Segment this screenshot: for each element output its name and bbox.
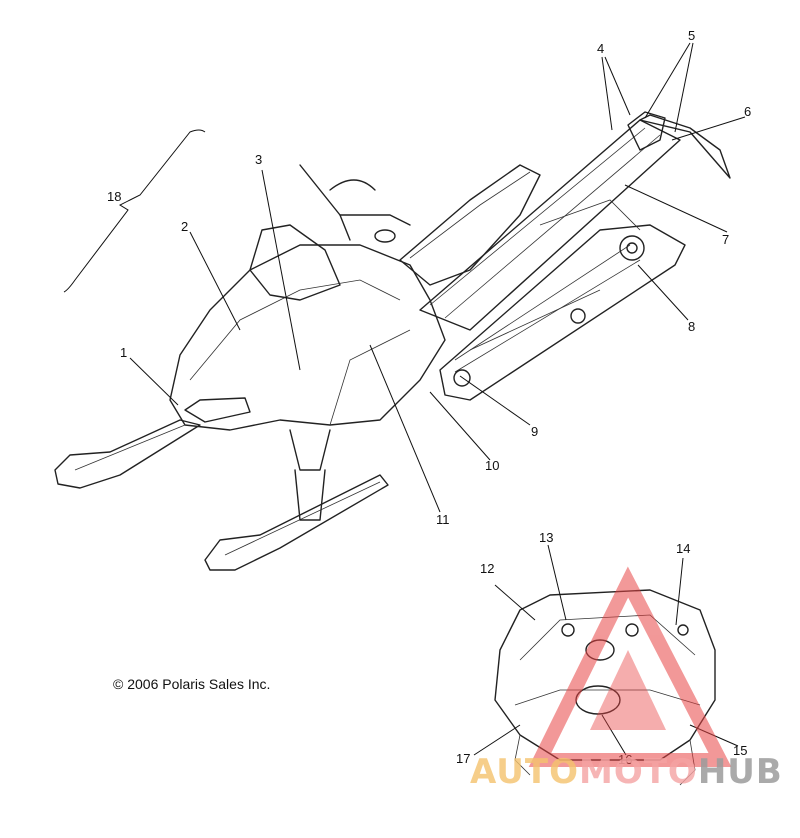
callout-5: 5 (688, 28, 695, 43)
callout-7: 7 (722, 232, 729, 247)
callout-4: 4 (597, 41, 604, 56)
callout-9: 9 (531, 424, 538, 439)
copyright-text: © 2006 Polaris Sales Inc. (113, 676, 271, 692)
callout-10: 10 (485, 458, 499, 473)
callout-12: 12 (480, 561, 494, 576)
callout-13: 13 (539, 530, 553, 545)
callout-11: 11 (436, 512, 450, 527)
callout-1: 1 (120, 345, 127, 360)
callout-18: 18 (107, 189, 121, 204)
leader-lines (129, 42, 746, 756)
callout-14: 14 (676, 541, 690, 556)
callout-2: 2 (181, 219, 188, 234)
snowmobile-drawing (54, 111, 731, 571)
watermark-moto: MOTO (578, 752, 698, 792)
callout-17: 17 (456, 751, 470, 766)
callout-15: 15 (733, 743, 747, 758)
bracket-18 (63, 129, 206, 293)
watermark-text: AUTOMOTOHUB (470, 752, 783, 792)
callout-3: 3 (255, 152, 262, 167)
watermark-auto: AUTO (470, 752, 579, 792)
watermark-logo (528, 566, 732, 767)
callout-8: 8 (688, 319, 695, 334)
watermark-hub: HUB (697, 752, 783, 792)
callout-6: 6 (744, 104, 751, 119)
